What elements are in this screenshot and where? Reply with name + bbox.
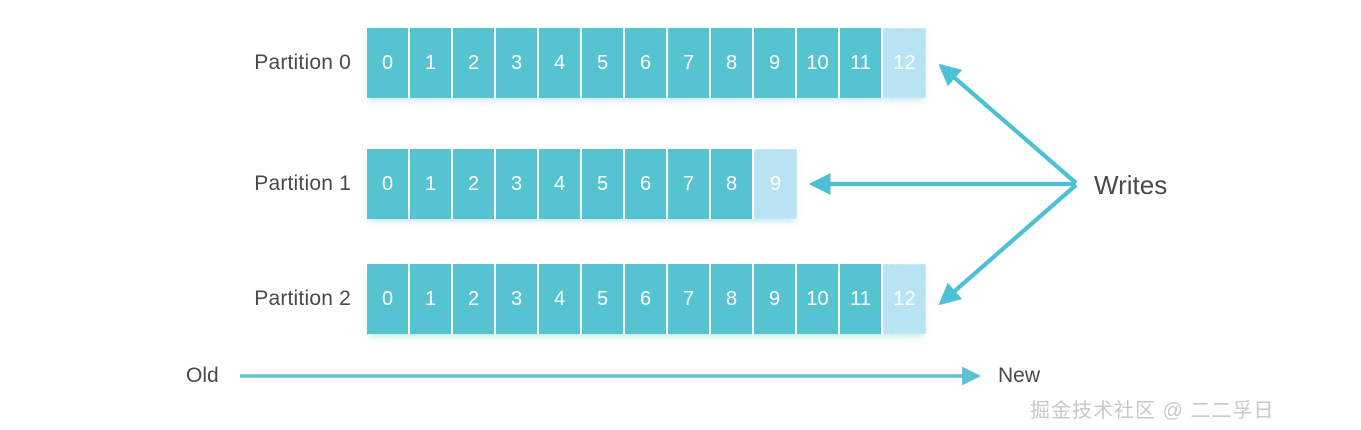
write-arrow-partition-0 <box>938 63 1078 185</box>
partition-2-cell-10: 10 <box>797 264 840 334</box>
partition-2-cell-12: 12 <box>883 264 926 334</box>
partition-1-cell-8: 8 <box>711 149 754 219</box>
partition-1-cell-3: 3 <box>496 149 539 219</box>
partition-2-cell-1: 1 <box>410 264 453 334</box>
partition-2-cell-3: 3 <box>496 264 539 334</box>
partition-0-cell-4: 4 <box>539 28 582 98</box>
partition-2-cell-5: 5 <box>582 264 625 334</box>
partition-0-cell-3: 3 <box>496 28 539 98</box>
partition-1-cell-0: 0 <box>367 149 410 219</box>
partition-0-cell-9: 9 <box>754 28 797 98</box>
write-arrow-partition-2 <box>938 183 1078 306</box>
partition-0-cell-5: 5 <box>582 28 625 98</box>
partition-0-cell-1: 1 <box>410 28 453 98</box>
partition-1-cell-1: 1 <box>410 149 453 219</box>
partition-1-cell-9: 9 <box>754 149 797 219</box>
partition-2-cell-7: 7 <box>668 264 711 334</box>
partition-1-cell-4: 4 <box>539 149 582 219</box>
partition-label-1: Partition 1 <box>254 172 351 195</box>
timeline-old-label: Old <box>186 364 219 387</box>
watermark-text: 掘金技术社区 @ 二二孚日 <box>1030 400 1275 422</box>
partition-label-0: Partition 0 <box>254 51 351 74</box>
partition-2-cell-8: 8 <box>711 264 754 334</box>
partition-1-cell-6: 6 <box>625 149 668 219</box>
partition-0-cell-7: 7 <box>668 28 711 98</box>
partition-0-cell-8: 8 <box>711 28 754 98</box>
partition-0-cell-12: 12 <box>883 28 926 98</box>
timeline-new-label: New <box>998 364 1041 387</box>
partition-0-cell-0: 0 <box>367 28 410 98</box>
partition-1-cell-2: 2 <box>453 149 496 219</box>
partition-1-cell-5: 5 <box>582 149 625 219</box>
partition-0-cell-11: 11 <box>840 28 883 98</box>
partition-2-cell-4: 4 <box>539 264 582 334</box>
partition-2-cell-11: 11 <box>840 264 883 334</box>
partition-2-cell-0: 0 <box>367 264 410 334</box>
partition-0-cell-2: 2 <box>453 28 496 98</box>
partition-2-cell-2: 2 <box>453 264 496 334</box>
partition-0-cell-10: 10 <box>797 28 840 98</box>
writes-label: Writes <box>1094 170 1168 200</box>
partition-0-cell-6: 6 <box>625 28 668 98</box>
partition-2-cell-9: 9 <box>754 264 797 334</box>
partition-2-cell-6: 6 <box>625 264 668 334</box>
partition-1-cell-7: 7 <box>668 149 711 219</box>
partition-label-2: Partition 2 <box>254 287 351 310</box>
